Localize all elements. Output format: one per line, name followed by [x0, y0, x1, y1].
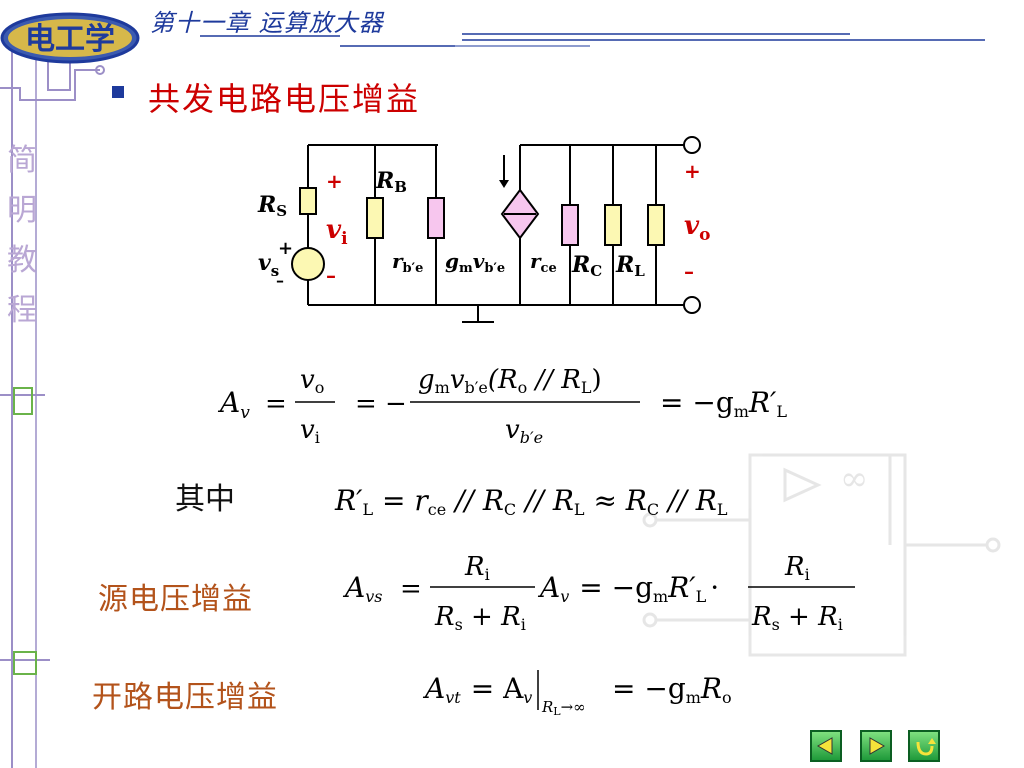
voltage-source-icon	[291, 247, 325, 281]
eq1-frac2-num: gmvb′e(Ro // RL)	[418, 365, 602, 397]
open-gain-label: 开路电压增益	[92, 680, 278, 715]
output-terminal-top	[683, 136, 701, 154]
vs-plus: +	[278, 238, 293, 259]
svg-text:∞: ∞	[840, 459, 868, 499]
output-terminal-bottom	[683, 296, 701, 314]
prev-triangle-icon	[816, 737, 833, 755]
svg-text:Ri: Ri	[464, 552, 490, 584]
prev-button[interactable]	[810, 730, 842, 762]
eq1-equal2: = −	[355, 389, 407, 419]
chapter-title: 第十一章 运算放大器	[150, 9, 384, 37]
circuit-diagram: RS vs + – + vi – RB rb′e gmvb′e rce RC R…	[257, 136, 710, 323]
svg-text:= −gmRo: = −gmRo	[612, 672, 732, 707]
vi-label: vi	[326, 215, 348, 249]
source-gain-label: 源电压增益	[98, 582, 253, 617]
next-button[interactable]	[860, 730, 892, 762]
equation-4: Avt= Av RL→∞ = −gmRo	[422, 670, 732, 718]
equation-3: Avs = Ri Rs + Ri Av= −gmR′L· Ri Rs + Ri	[342, 552, 855, 634]
return-button[interactable]	[908, 730, 940, 762]
vi-minus: –	[326, 263, 336, 287]
eq1-rhs: = −gmR′L	[660, 386, 787, 421]
sidebar-char-1: 简	[7, 143, 37, 178]
eq1-frac1-den: vi	[300, 415, 320, 447]
rce-label: rce	[530, 249, 557, 276]
rce-resistor	[561, 204, 579, 246]
sidebar-char-3: 教	[7, 243, 37, 278]
vo-plus: +	[684, 159, 701, 183]
logo-text: 电工学	[25, 22, 115, 57]
vo-minus: –	[684, 259, 694, 283]
rbe-label: rb′e	[392, 249, 423, 276]
svg-text:Avt= Av: Avt= Av	[422, 672, 532, 707]
vo-label: vo	[684, 211, 710, 245]
rbe-resistor	[427, 197, 445, 239]
svg-text:R′L = rce // RC // RL ≈ RC //: R′L = rce // RC // RL ≈ RC // RL	[334, 484, 728, 519]
rb-label: RB	[375, 168, 407, 196]
vi-plus: +	[326, 169, 343, 193]
svg-text:Avs: Avs	[342, 571, 382, 606]
bullet-square-icon	[112, 86, 124, 98]
rs-resistor	[299, 187, 317, 215]
svg-text:Av= −gmR′L·: Av= −gmR′L·	[537, 571, 719, 606]
sidebar-char-2: 明	[7, 193, 37, 228]
sidebar-char-4: 程	[7, 293, 37, 328]
rc-label: RC	[571, 252, 602, 280]
svg-text:RL→∞: RL→∞	[541, 698, 586, 718]
svg-text:Rs + Ri: Rs + Ri	[434, 602, 526, 634]
svg-text:Rs + Ri: Rs + Ri	[751, 602, 843, 634]
svg-text:Ri: Ri	[784, 552, 810, 584]
gm-label: gmvb′e	[445, 249, 505, 276]
vs-label: vs	[258, 250, 279, 280]
next-triangle-icon	[869, 737, 886, 755]
equation-1: Av = vo vi = − gmvb′e(Ro // RL) vb′e = −…	[217, 365, 787, 447]
rb-resistor	[366, 197, 384, 239]
eq1-equal: =	[265, 389, 287, 419]
qizhong-label: 其中	[175, 482, 235, 517]
logo: 电工学	[0, 8, 146, 68]
rl-resistor	[647, 204, 665, 246]
eq1-lhs: Av	[217, 386, 250, 423]
svg-text:=: =	[400, 574, 422, 604]
section-heading: 共发电路电压增益	[148, 80, 421, 118]
rl-label: RL	[615, 252, 645, 280]
vs-minus: –	[276, 271, 284, 290]
eq1-frac2-den: vb′e	[505, 415, 543, 447]
rs-label: RS	[257, 192, 287, 220]
equation-2: R′L = rce // RC // RL ≈ RC // RL	[334, 484, 728, 519]
rc-resistor	[604, 204, 622, 246]
return-icon	[916, 738, 936, 756]
eq1-frac1-num: vo	[300, 365, 324, 397]
